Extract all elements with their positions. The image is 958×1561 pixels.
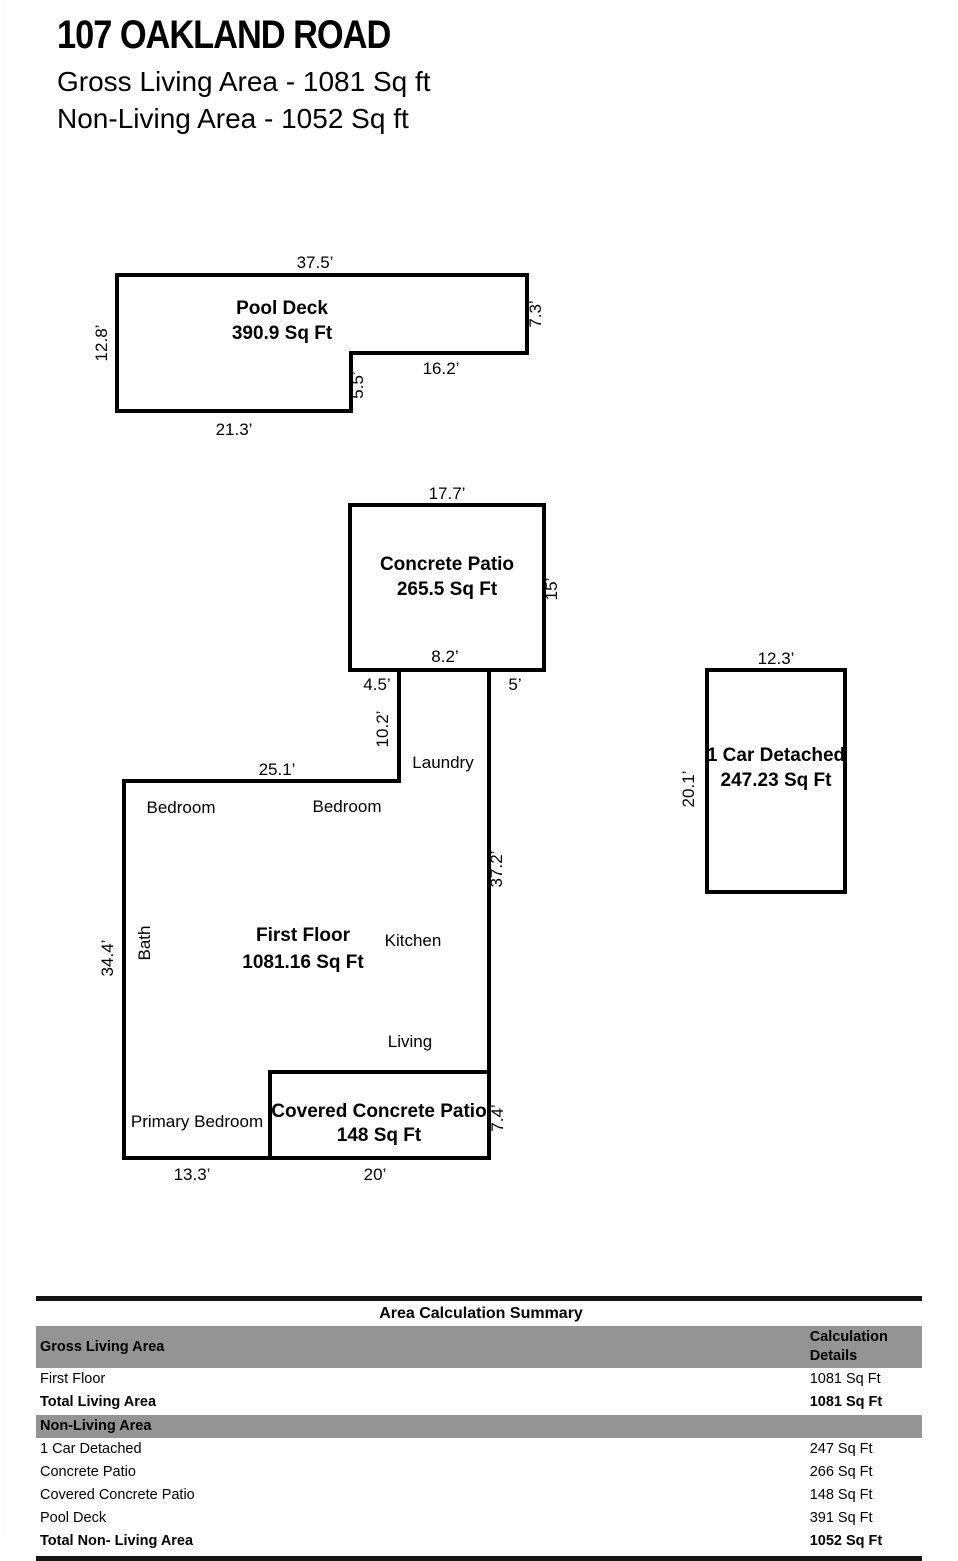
table-row: 1 Car Detached 247 Sq Ft [36, 1438, 922, 1461]
first-floor-dim-right: 37.2’ [487, 851, 506, 888]
room-label-bath: Bath [135, 926, 154, 961]
covered-patio-label: Covered Concrete Patio [271, 1101, 486, 1122]
row-value-first-floor: 1081 Sq Ft [435, 1368, 922, 1391]
first-floor-dim-bottom-right: 20’ [364, 1165, 387, 1184]
first-floor-label: First Floor [256, 925, 351, 946]
table-row: Concrete Patio 266 Sq Ft [36, 1461, 922, 1484]
row-label-first-floor: First Floor [40, 1371, 106, 1388]
summary-title: Area Calculation Summary [379, 1305, 583, 1322]
row-value-pool-deck-text: 391 Sq Ft [809, 1510, 873, 1527]
row-value-covered-concrete-patio-text: 148 Sq Ft [809, 1486, 873, 1503]
band-calculation-details-text: Calculation Details [809, 1329, 888, 1365]
covered-patio-dim-right: 7.4’ [488, 1104, 507, 1131]
pool-deck-dim-notch-horizontal: 16.2’ [423, 359, 460, 378]
table-row: First Floor 1081 Sq Ft [36, 1368, 922, 1391]
row-label-total-living-area: Total Living Area [40, 1394, 157, 1411]
band-non-living-area-spacer [434, 1414, 922, 1438]
summary-title-row: Area Calculation Summary [36, 1301, 922, 1326]
first-floor-dim-bottom-left: 13.3’ [174, 1165, 211, 1184]
pool-deck-dim-right: 7.3’ [526, 300, 545, 327]
gross-living-area-subtitle: Gross Living Area - 1081 Sq ft [57, 66, 431, 97]
summary-band-nonliving: Non-Living Area [36, 1414, 922, 1438]
row-label-concrete-patio: Concrete Patio [40, 1463, 136, 1480]
row-value-concrete-patio: 266 Sq Ft [435, 1461, 922, 1484]
floor-plan-sketch: Pool Deck 390.9 Sq Ft 37.5’ 12.8’ 21.3’ … [92, 253, 847, 1184]
table-row: Covered Concrete Patio 148 Sq Ft [36, 1484, 922, 1507]
row-value-1-car-detached: 247 Sq Ft [435, 1438, 922, 1461]
first-floor-dim-top: 25.1’ [259, 760, 296, 779]
pool-deck-dim-top: 37.5’ [297, 253, 334, 272]
pool-deck-outline [115, 273, 529, 413]
table-row: Pool Deck 391 Sq Ft [36, 1507, 922, 1530]
concrete-patio-dim-right: 15’ [542, 578, 561, 601]
summary-bottom-rule [36, 1556, 922, 1561]
room-label-bedroom-2: Bedroom [313, 797, 382, 816]
row-value-total-living-area: 1081 Sq Ft [435, 1391, 922, 1414]
row-label-covered-concrete-patio: Covered Concrete Patio [40, 1486, 195, 1503]
first-floor-outline [122, 668, 491, 1160]
concrete-patio-label: Concrete Patio [380, 554, 514, 575]
table-row: Total Non- Living Area 1052 Sq Ft [36, 1530, 922, 1553]
laundry-dim-offset-left: 4.5’ [363, 675, 390, 694]
garage-shape: 1 Car Detached 247.23 Sq Ft 12.3’ 20.1’ [679, 649, 847, 894]
pool-deck-dim-left: 12.8’ [92, 325, 111, 362]
covered-patio-area: 148 Sq Ft [337, 1125, 422, 1146]
concrete-patio-dim-top: 17.7’ [429, 484, 466, 503]
concrete-patio-outline [348, 503, 546, 672]
room-label-bedroom-1: Bedroom [147, 798, 216, 817]
garage-dim-left: 20.1’ [679, 771, 698, 808]
laundry-dim-offset-right: 5’ [508, 675, 521, 694]
laundry-dim-left: 10.2’ [373, 711, 392, 748]
concrete-patio-shape: Concrete Patio 265.5 Sq Ft 17.7’ 15’ 8.2… [348, 484, 561, 672]
row-label-total-non-living-area: Total Non- Living Area [40, 1533, 194, 1550]
row-value-1-car-detached-text: 247 Sq Ft [809, 1440, 873, 1457]
page-title: 107 OAKLAND ROAD [57, 13, 391, 57]
room-label-living: Living [388, 1032, 432, 1051]
garage-outline [705, 668, 847, 894]
garage-area: 247.23 Sq Ft [721, 770, 833, 791]
band-calculation-details-label: Calculation Details [434, 1326, 922, 1369]
summary-top-rule [36, 1296, 922, 1301]
non-living-area-subtitle: Non-Living Area - 1052 Sq ft [57, 103, 409, 135]
area-calculation-summary: Area Calculation Summary Gross Living Ar… [36, 1296, 922, 1561]
garage-dim-top: 12.3’ [758, 649, 795, 668]
row-value-total-non-living-area-text: 1052 Sq Ft [809, 1533, 883, 1550]
row-value-covered-concrete-patio: 148 Sq Ft [435, 1484, 922, 1507]
page-left-edge [0, 0, 7, 1536]
row-value-first-floor-text: 1081 Sq Ft [809, 1371, 881, 1388]
room-label-primary-bedroom: Primary Bedroom [131, 1112, 263, 1131]
row-value-total-non-living-area: 1052 Sq Ft [435, 1530, 922, 1553]
first-floor-dim-left: 34.4’ [98, 940, 117, 977]
row-value-concrete-patio-text: 266 Sq Ft [809, 1463, 873, 1480]
room-label-kitchen: Kitchen [385, 931, 442, 950]
row-value-pool-deck: 391 Sq Ft [435, 1507, 922, 1530]
row-label-pool-deck: Pool Deck [40, 1510, 107, 1527]
pool-deck-area: 390.9 Sq Ft [232, 323, 333, 344]
row-value-total-living-area-text: 1081 Sq Ft [809, 1394, 883, 1411]
pool-deck-dim-notch-vertical: 5.5’ [348, 371, 367, 398]
concrete-patio-dim-bottom: 8.2’ [431, 647, 458, 666]
first-floor-shape: First Floor 1081.16 Sq Ft Covered Concre… [98, 668, 522, 1184]
table-row: Total Living Area 1081 Sq Ft [36, 1391, 922, 1414]
band-non-living-area-label: Non-Living Area [36, 1414, 435, 1438]
pool-deck-dim-bottom: 21.3’ [216, 420, 253, 439]
pool-deck-label: Pool Deck [236, 298, 328, 319]
garage-label: 1 Car Detached [707, 745, 845, 766]
row-label-1-car-detached: 1 Car Detached [40, 1440, 142, 1457]
summary-table: Area Calculation Summary Gross Living Ar… [36, 1301, 922, 1553]
band-gross-living-area-label: Gross Living Area [36, 1326, 435, 1369]
header: 107 OAKLAND ROAD Gross Living Area - 108… [57, 14, 757, 137]
room-label-laundry: Laundry [412, 753, 474, 772]
concrete-patio-area: 265.5 Sq Ft [397, 579, 498, 600]
pool-deck-shape: Pool Deck 390.9 Sq Ft 37.5’ 12.8’ 21.3’ … [92, 253, 545, 439]
summary-band-gross: Gross Living Area Calculation Details [36, 1326, 922, 1369]
first-floor-area: 1081.16 Sq Ft [242, 952, 364, 973]
